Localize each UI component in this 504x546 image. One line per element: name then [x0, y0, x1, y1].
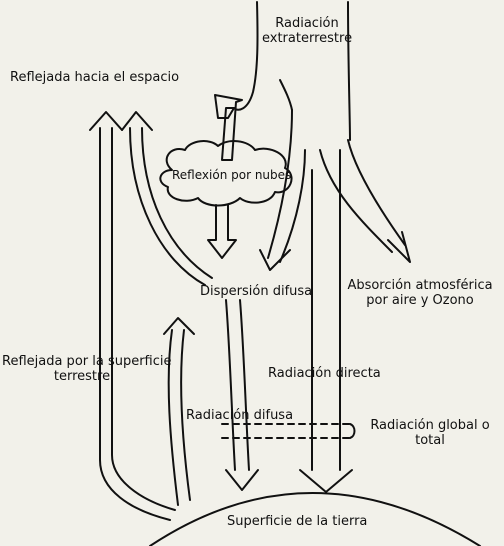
- direct-radiation-head: [300, 470, 352, 492]
- reflected-space-arrow-2-head: [122, 112, 152, 130]
- incoming-band-left-edge: [234, 2, 258, 110]
- cloud-reflection-arrow: [215, 95, 242, 160]
- reflected-space-arrow-1-head: [90, 112, 122, 130]
- label-extraterrestrial: Radiación extraterrestre: [262, 16, 352, 46]
- cloud-down-arrow: [208, 205, 236, 258]
- label-surface-reflected: Reflejada por la superficie terrestre: [2, 354, 162, 384]
- label-cloud-reflection: Reflexión por nubes: [172, 168, 291, 183]
- reflected-space-arrow-1: [100, 128, 170, 520]
- reflected-space-arrow-2: [130, 128, 205, 285]
- label-direct-radiation: Radiación directa: [268, 366, 381, 381]
- diffuse-dispersion-head: [260, 250, 290, 270]
- diffuse-radiation-arrow-r: [240, 300, 249, 470]
- global-radiation-cap: [350, 424, 355, 438]
- diffuse-radiation-head: [226, 470, 258, 490]
- global-radiation-dashes: [222, 424, 350, 438]
- label-diffuse-radiation: Radiación difusa: [186, 408, 293, 423]
- incoming-band-inner-edge: [280, 80, 292, 110]
- diffuse-radiation-arrow-l: [226, 300, 235, 470]
- diffuse-dispersion-arrow-2: [280, 150, 305, 262]
- diffuse-dispersion-arrow: [268, 110, 292, 258]
- label-diffuse-scattering: Dispersión difusa: [200, 284, 312, 299]
- absorption-arrow-shaft: [348, 140, 405, 245]
- label-earth-surface: Superficie de la tierra: [227, 514, 367, 529]
- label-atmospheric-absorption: Absorción atmosférica por aire y Ozono: [345, 278, 495, 308]
- label-reflected-space: Reflejada hacia el espacio: [10, 70, 179, 85]
- label-global-radiation: Radiación global o total: [365, 418, 495, 448]
- surface-reflected-head: [164, 318, 194, 334]
- reflected-space-arrow-2b: [142, 128, 212, 278]
